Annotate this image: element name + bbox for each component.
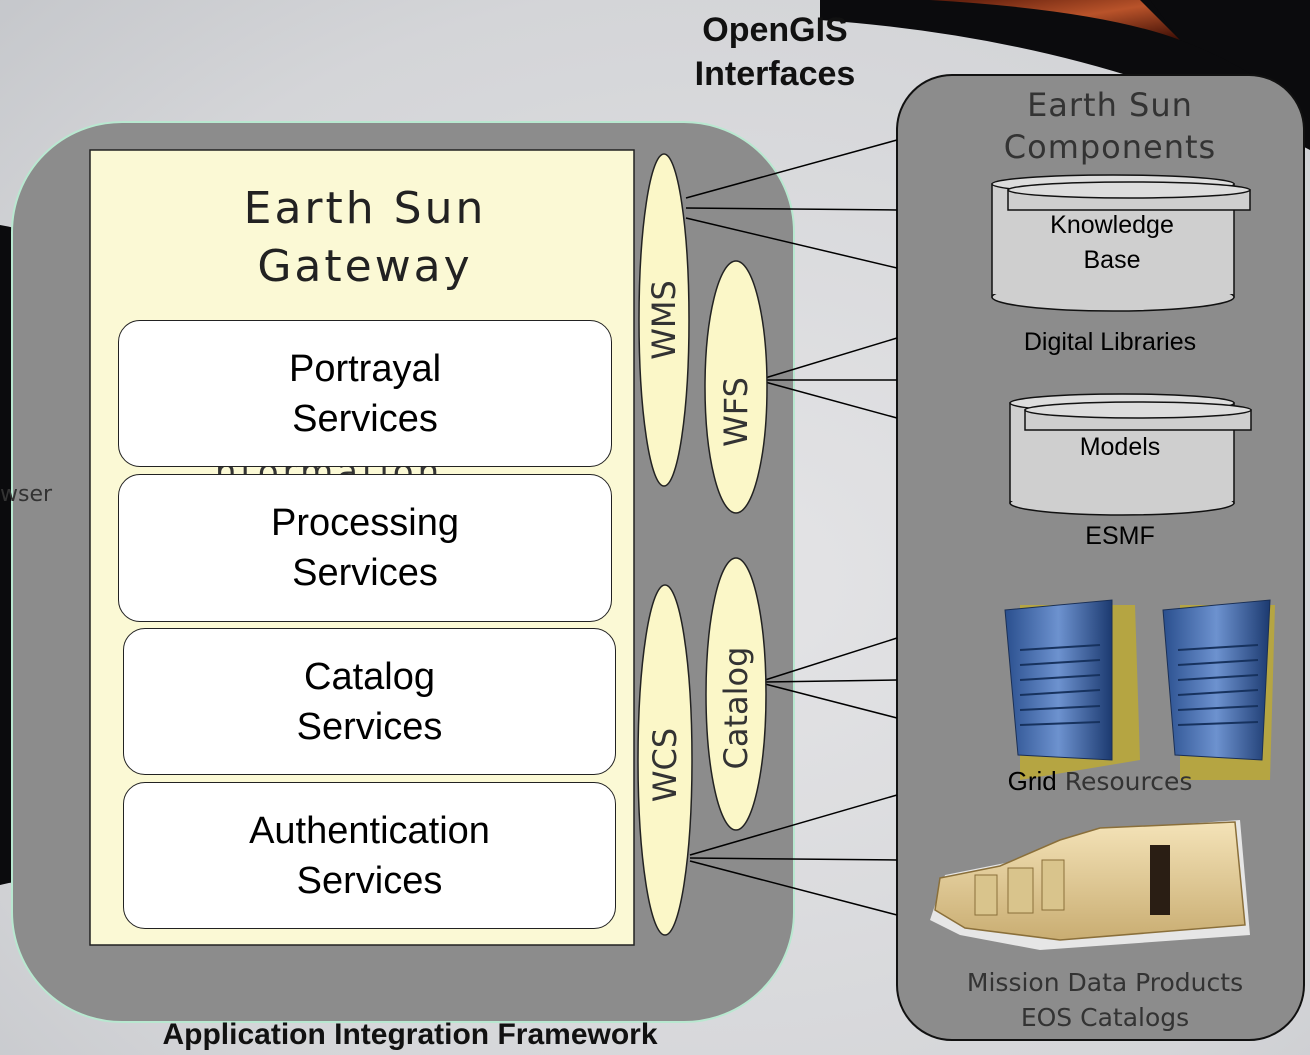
gateway-title-line2: Gateway	[257, 241, 473, 292]
authentication-services-box: Authentication Services	[123, 782, 616, 929]
opengis-title: OpenGIS Interfaces	[640, 8, 910, 96]
catalog-line1: Catalog	[304, 655, 435, 698]
processing-line1: Processing	[271, 502, 459, 544]
catalog-line2: Services	[296, 705, 443, 748]
mission-label: Mission Data Products EOS Catalogs	[940, 965, 1270, 1035]
knowledge-base-cylinder	[991, 174, 1251, 312]
wms-label: WMS	[645, 280, 683, 360]
models-label: Models	[1079, 433, 1161, 461]
gateway-title-line1: Earth Sun	[243, 183, 487, 234]
components-title-line2: Components	[1003, 128, 1217, 166]
browser-label-fragment: wser	[0, 482, 53, 507]
authentication-line1: Authentication	[249, 809, 490, 852]
framework-title: Application Integration Framework	[162, 1018, 658, 1051]
wfs-oval	[704, 260, 768, 514]
components-panel	[896, 74, 1305, 1041]
portrayal-services-box: Portrayal Services	[118, 320, 612, 467]
grid-server-1	[1004, 599, 1140, 780]
esmf-label: ESMF	[1085, 522, 1155, 550]
wcs-oval	[637, 584, 693, 936]
knowledge-line1: Knowledge	[1050, 211, 1174, 239]
wcs-label: WCS	[646, 727, 684, 803]
grid-server-2	[1162, 599, 1275, 780]
gateway-title: Earth Sun Gateway	[150, 180, 580, 296]
mission-building	[930, 820, 1250, 950]
catalog-oval	[705, 557, 767, 831]
processing-line2: Services	[292, 552, 438, 594]
knowledge-base-label: Knowledge Base	[1012, 208, 1212, 278]
opengis-title-line1: OpenGIS	[702, 11, 848, 49]
portrayal-line2: Services	[292, 397, 438, 440]
portrayal-line1: Portrayal	[288, 347, 442, 390]
mission-line2: EOS Catalogs	[1020, 1003, 1190, 1032]
components-title: Earth Sun Components	[960, 84, 1260, 168]
opengis-title-line2: Interfaces	[694, 55, 856, 93]
digital-libraries-label: Digital Libraries	[1023, 328, 1197, 356]
mission-line1: Mission Data Products	[966, 968, 1244, 997]
catalog-services-box: Catalog Services	[123, 628, 616, 775]
grid-rest: Resources	[1056, 767, 1193, 796]
processing-services-box: Processing Services	[118, 474, 612, 622]
grid-resources-label: Grid Resources	[990, 766, 1210, 797]
wfs-label: WFS	[717, 377, 755, 447]
wms-oval	[638, 153, 690, 487]
authentication-line2: Services	[296, 859, 443, 902]
components-title-line1: Earth Sun	[1027, 86, 1193, 124]
models-cylinder	[1009, 393, 1252, 516]
catalog-label: Catalog	[717, 646, 755, 770]
knowledge-line2: Base	[1083, 246, 1141, 274]
grid-bold: Grid	[1007, 766, 1057, 796]
